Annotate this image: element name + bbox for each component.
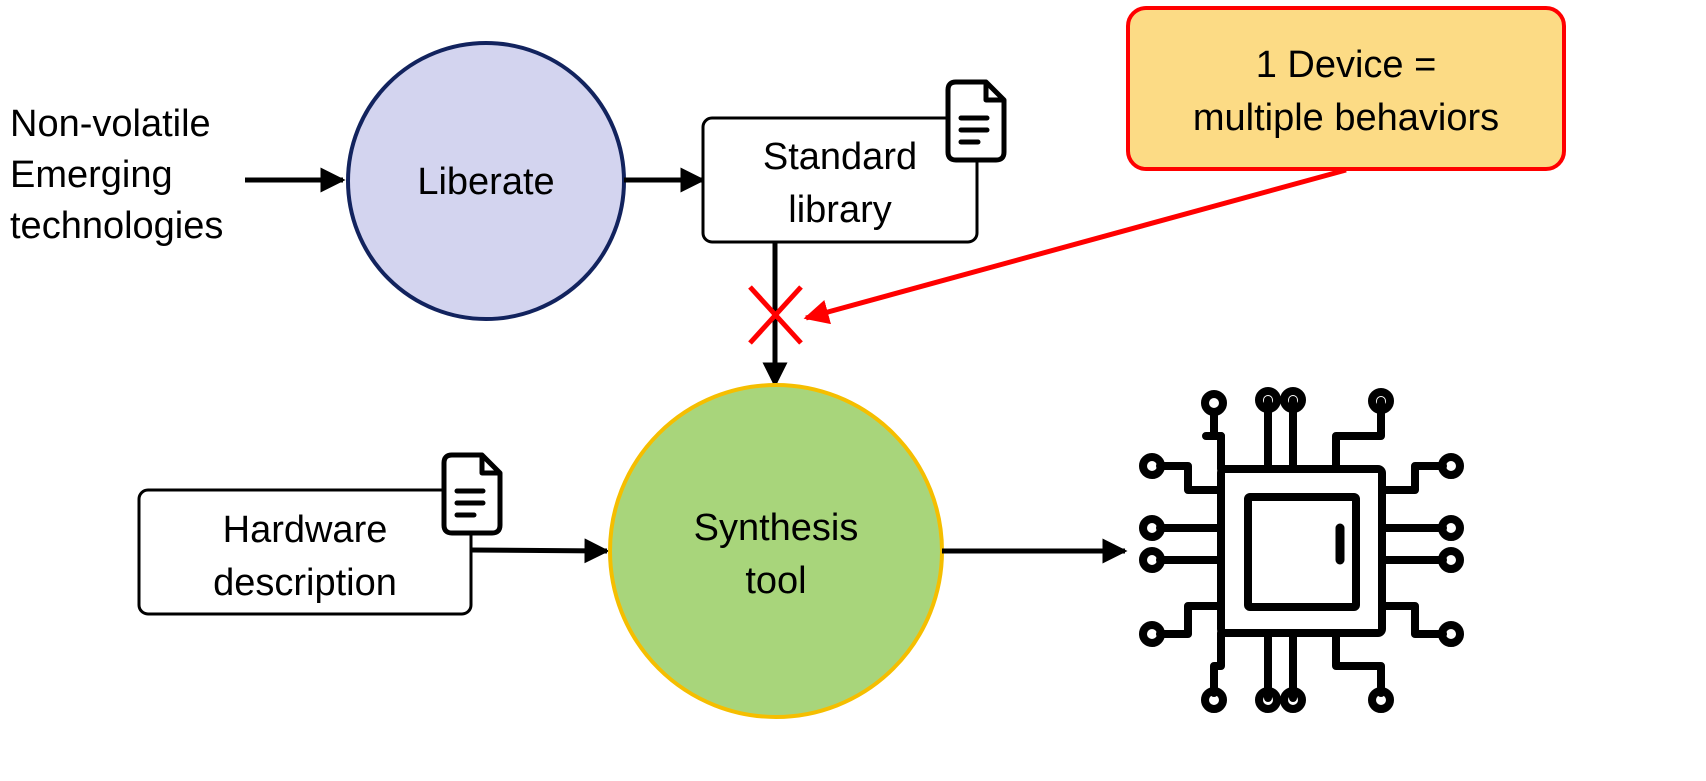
synthesis-tool-node[interactable]: Synthesis tool bbox=[608, 383, 944, 719]
callout-line2: multiple behaviors bbox=[1193, 97, 1499, 139]
callout-box bbox=[1126, 6, 1566, 171]
red-x-icon bbox=[748, 285, 803, 345]
callout-arrow bbox=[803, 167, 1347, 325]
input-label-line1: Non-volatile bbox=[10, 103, 211, 145]
synthesis-tool-line1: Synthesis bbox=[694, 507, 859, 549]
callout-line1: 1 Device = bbox=[1256, 44, 1437, 86]
synthesis-tool-circle bbox=[608, 383, 944, 719]
input-label-line2: Emerging bbox=[10, 154, 173, 196]
liberate-node[interactable]: Liberate bbox=[346, 41, 626, 321]
hardware-description-node[interactable]: Hardware description bbox=[137, 452, 503, 616]
chip-icon bbox=[1139, 387, 1464, 713]
input-label-line3: technologies bbox=[10, 205, 223, 247]
arrow-hardware-to-synthesis bbox=[470, 538, 610, 564]
document-icon bbox=[441, 452, 503, 536]
hardware-description-line1: Hardware bbox=[223, 509, 388, 551]
synthesis-tool-line2: tool bbox=[745, 560, 806, 602]
standard-library-node[interactable]: Standard library bbox=[701, 79, 1007, 244]
standard-library-line2: library bbox=[788, 189, 891, 231]
liberate-label: Liberate bbox=[417, 161, 554, 203]
hardware-description-line2: description bbox=[213, 562, 397, 604]
document-icon bbox=[945, 79, 1007, 163]
standard-library-line1: Standard bbox=[763, 136, 917, 178]
standard-library-box bbox=[701, 116, 979, 244]
input-label: Non-volatile Emerging technologies bbox=[10, 103, 223, 247]
callout-node[interactable]: 1 Device = multiple behaviors bbox=[1126, 6, 1566, 171]
